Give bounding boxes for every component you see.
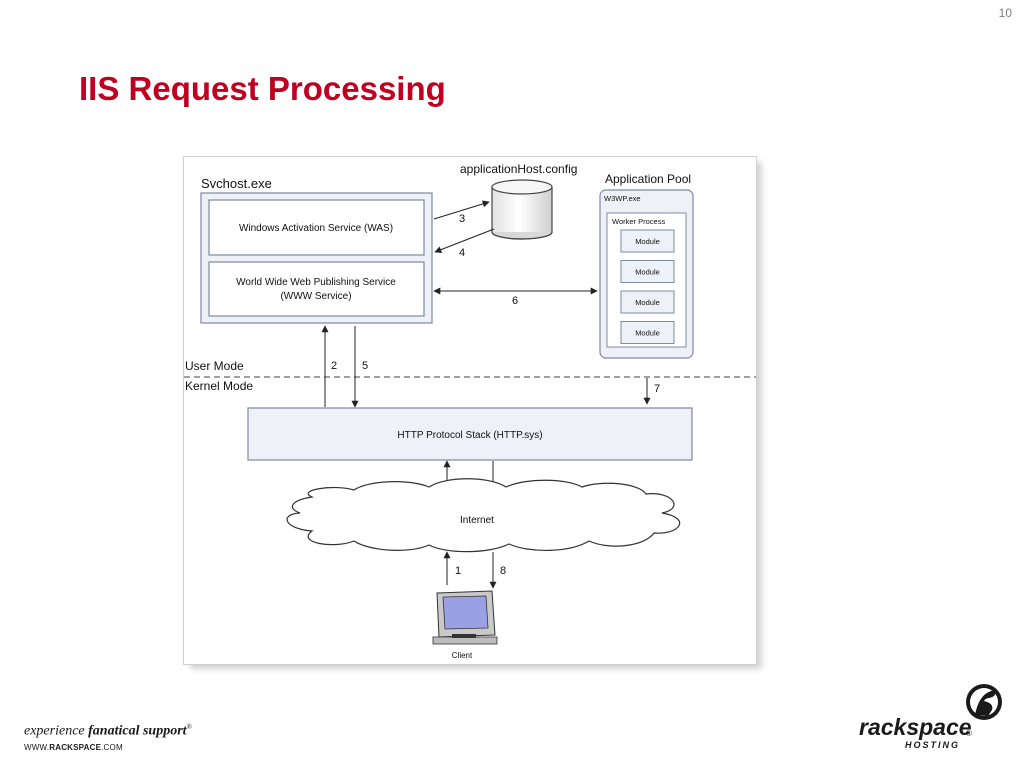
footer-tagline: experience fanatical support®: [24, 723, 192, 740]
step-3-label: 3: [459, 213, 465, 225]
module-box: [620, 290, 675, 314]
was-label: Windows Activation Service (WAS): [239, 223, 393, 234]
logo-wordmark: rackspace: [859, 714, 972, 740]
rackspace-logo-mark-icon: [966, 684, 1002, 720]
footer-website: WWW.RACKSPACE.COM: [24, 743, 192, 752]
internet-label: Internet: [460, 515, 494, 526]
www-service-label-line2: (WWW Service): [280, 291, 351, 302]
tagline-registered-mark: ®: [186, 723, 192, 731]
tagline-prefix: experience: [24, 723, 89, 739]
website-brand: RACKSPACE: [49, 742, 102, 752]
module-label: Module: [635, 329, 660, 338]
www-service-label-line1: World Wide Web Publishing Service: [236, 277, 396, 288]
website-suffix: .COM: [101, 742, 123, 752]
client-label: Client: [452, 651, 473, 660]
worker-process-label: Worker Process: [612, 217, 665, 226]
svchost-label: Svchost.exe: [201, 176, 272, 191]
tagline-emphasis: fanatical support: [88, 723, 187, 739]
module-label: Module: [635, 237, 660, 246]
step-6-label: 6: [512, 295, 518, 307]
http-stack-box: [247, 407, 693, 461]
step-1-label: 1: [455, 565, 461, 577]
www-service-box: [208, 261, 425, 317]
internet-cloud-icon: [286, 478, 681, 553]
was-box: [208, 199, 425, 256]
config-label: applicationHost.config: [460, 162, 577, 176]
logo-registered-mark: ®: [966, 729, 972, 738]
footer-tagline-block: experience fanatical support® WWW.RACKSP…: [24, 723, 192, 752]
module-label: Module: [635, 298, 660, 307]
user-mode-label: User Mode: [185, 359, 244, 373]
module-box: [620, 321, 675, 344]
step-7-label: 7: [654, 383, 660, 395]
client-computer-icon: [432, 590, 498, 645]
website-prefix: WWW.: [24, 742, 50, 752]
module-label: Module: [635, 268, 660, 277]
step-8-label: 8: [500, 565, 506, 577]
config-database-icon: [491, 179, 553, 240]
module-box: [620, 229, 675, 253]
slide-title: IIS Request Processing: [79, 70, 446, 107]
w3wp-label: W3WP.exe: [604, 194, 641, 203]
step-4-label: 4: [459, 247, 465, 259]
app-pool-label: Application Pool: [605, 172, 691, 186]
logo-subtitle: HOSTING: [905, 740, 960, 750]
step-5-label: 5: [362, 360, 368, 372]
kernel-mode-label: Kernel Mode: [185, 379, 253, 393]
rackspace-logo: rackspace ® HOSTING: [859, 684, 1002, 750]
iis-request-diagram: Svchost.exe Windows Activation Service (…: [183, 156, 757, 665]
page-number: 10: [998, 6, 1012, 20]
http-stack-label: HTTP Protocol Stack (HTTP.sys): [397, 430, 542, 441]
step-2-label: 2: [331, 360, 337, 372]
arrow-step-4: [434, 228, 495, 253]
module-box: [620, 260, 675, 283]
arrow-step-3: [433, 200, 490, 220]
